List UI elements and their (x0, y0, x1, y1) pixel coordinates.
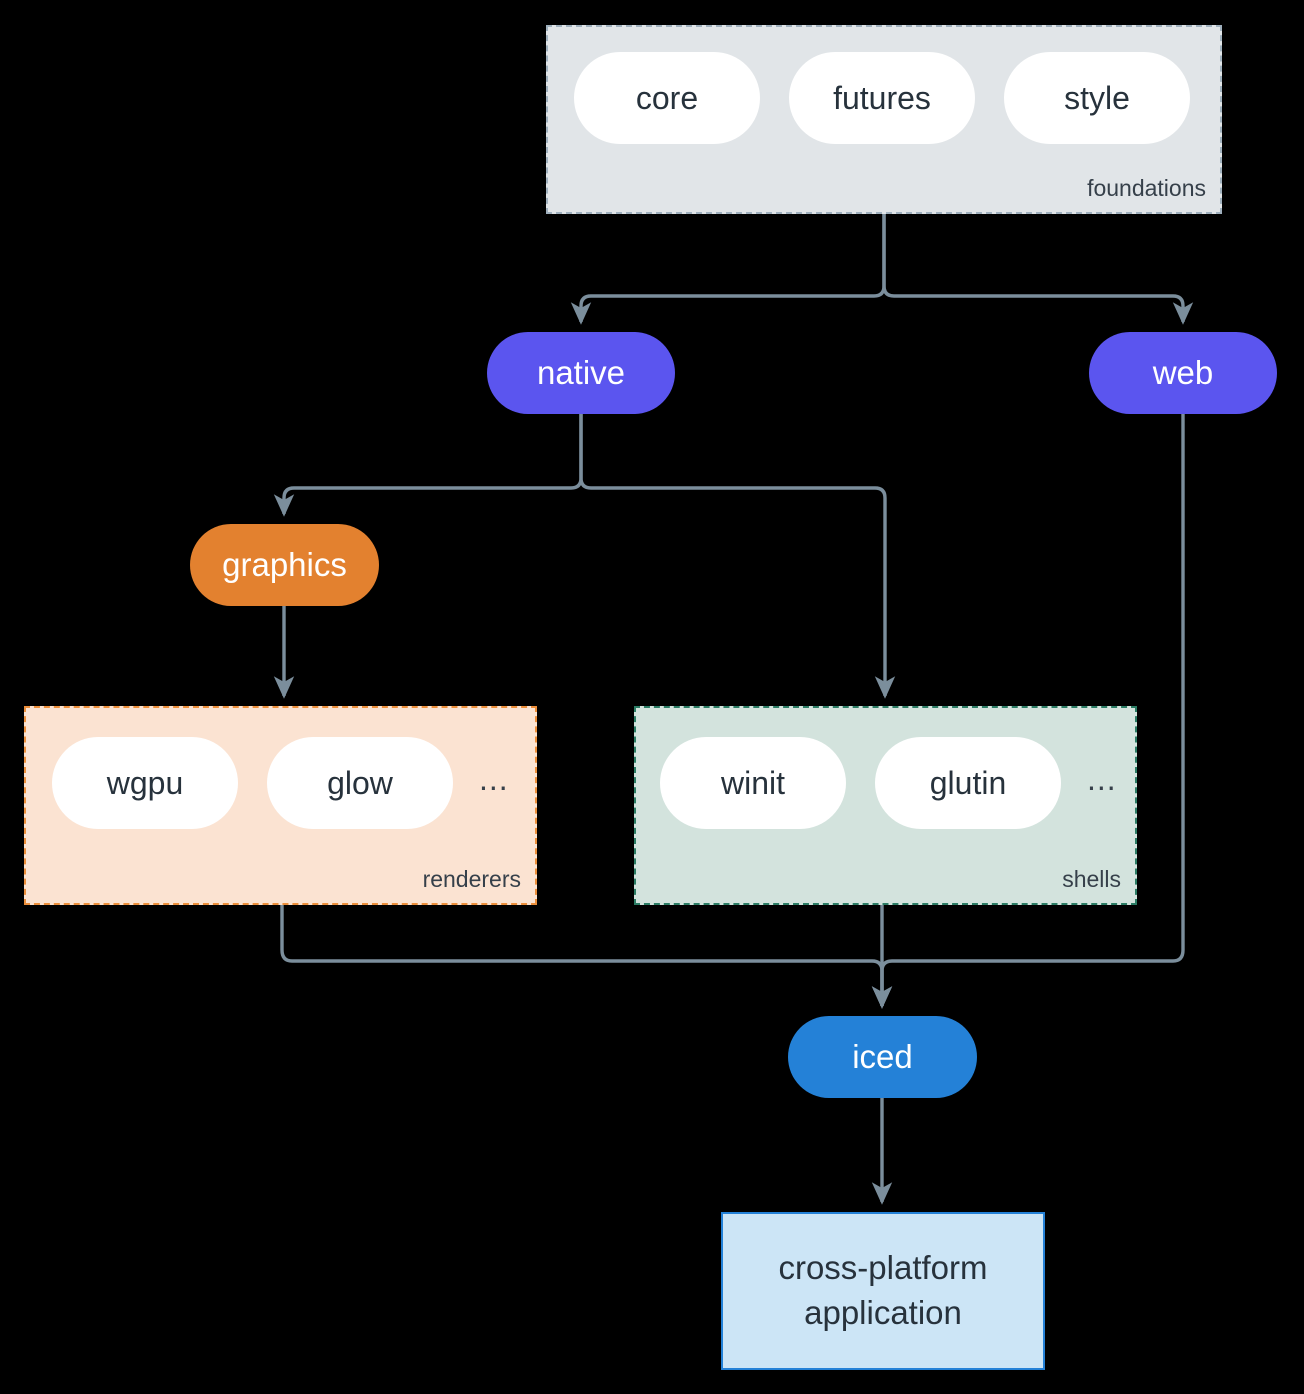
application-label-line1: cross-platform (778, 1249, 988, 1287)
pill-core-label: core (635, 79, 699, 116)
cluster-renderers: wgpu glow ... renderers (24, 706, 537, 905)
pill-futures[interactable]: futures (789, 52, 975, 144)
shells-ellipsis: ... (1087, 761, 1117, 797)
pill-futures-label: futures (833, 79, 931, 116)
node-cross-platform-application[interactable]: cross-platform application (721, 1212, 1045, 1370)
pill-style-label: style (1064, 79, 1130, 116)
pill-core[interactable]: core (574, 52, 760, 144)
pill-glow[interactable]: glow (267, 737, 453, 829)
node-web[interactable]: web (1089, 332, 1277, 414)
application-label-line2: application (804, 1294, 962, 1331)
cluster-foundations-label: foundations (1087, 175, 1206, 201)
pill-winit[interactable]: winit (660, 737, 846, 829)
pill-wgpu-label: wgpu (106, 764, 184, 801)
pill-wgpu[interactable]: wgpu (52, 737, 238, 829)
pill-winit-label: winit (720, 764, 785, 801)
edge-foundations-web (882, 214, 1194, 325)
pill-style[interactable]: style (1004, 52, 1190, 144)
node-native[interactable]: native (487, 332, 675, 414)
cluster-renderers-label: renderers (422, 866, 521, 892)
renderers-ellipsis: ... (479, 761, 509, 797)
pill-glutin-label: glutin (929, 764, 1007, 801)
node-iced-label: iced (852, 1038, 913, 1075)
cluster-shells: winit glutin ... shells (634, 706, 1137, 905)
edge-renderers-iced (280, 905, 893, 1009)
edge-native-graphics (273, 414, 583, 517)
edge-native-shells (579, 414, 896, 699)
node-native-label: native (536, 354, 626, 391)
node-graphics[interactable]: graphics (190, 524, 379, 606)
pill-glow-label: glow (327, 764, 393, 801)
node-iced[interactable]: iced (788, 1016, 977, 1098)
cluster-foundations: core futures style foundations (546, 25, 1222, 214)
node-web-label: web (1152, 354, 1214, 391)
cluster-shells-label: shells (1062, 866, 1121, 892)
edge-foundations-native (570, 214, 886, 325)
pill-glutin[interactable]: glutin (875, 737, 1061, 829)
node-graphics-label: graphics (222, 546, 347, 583)
